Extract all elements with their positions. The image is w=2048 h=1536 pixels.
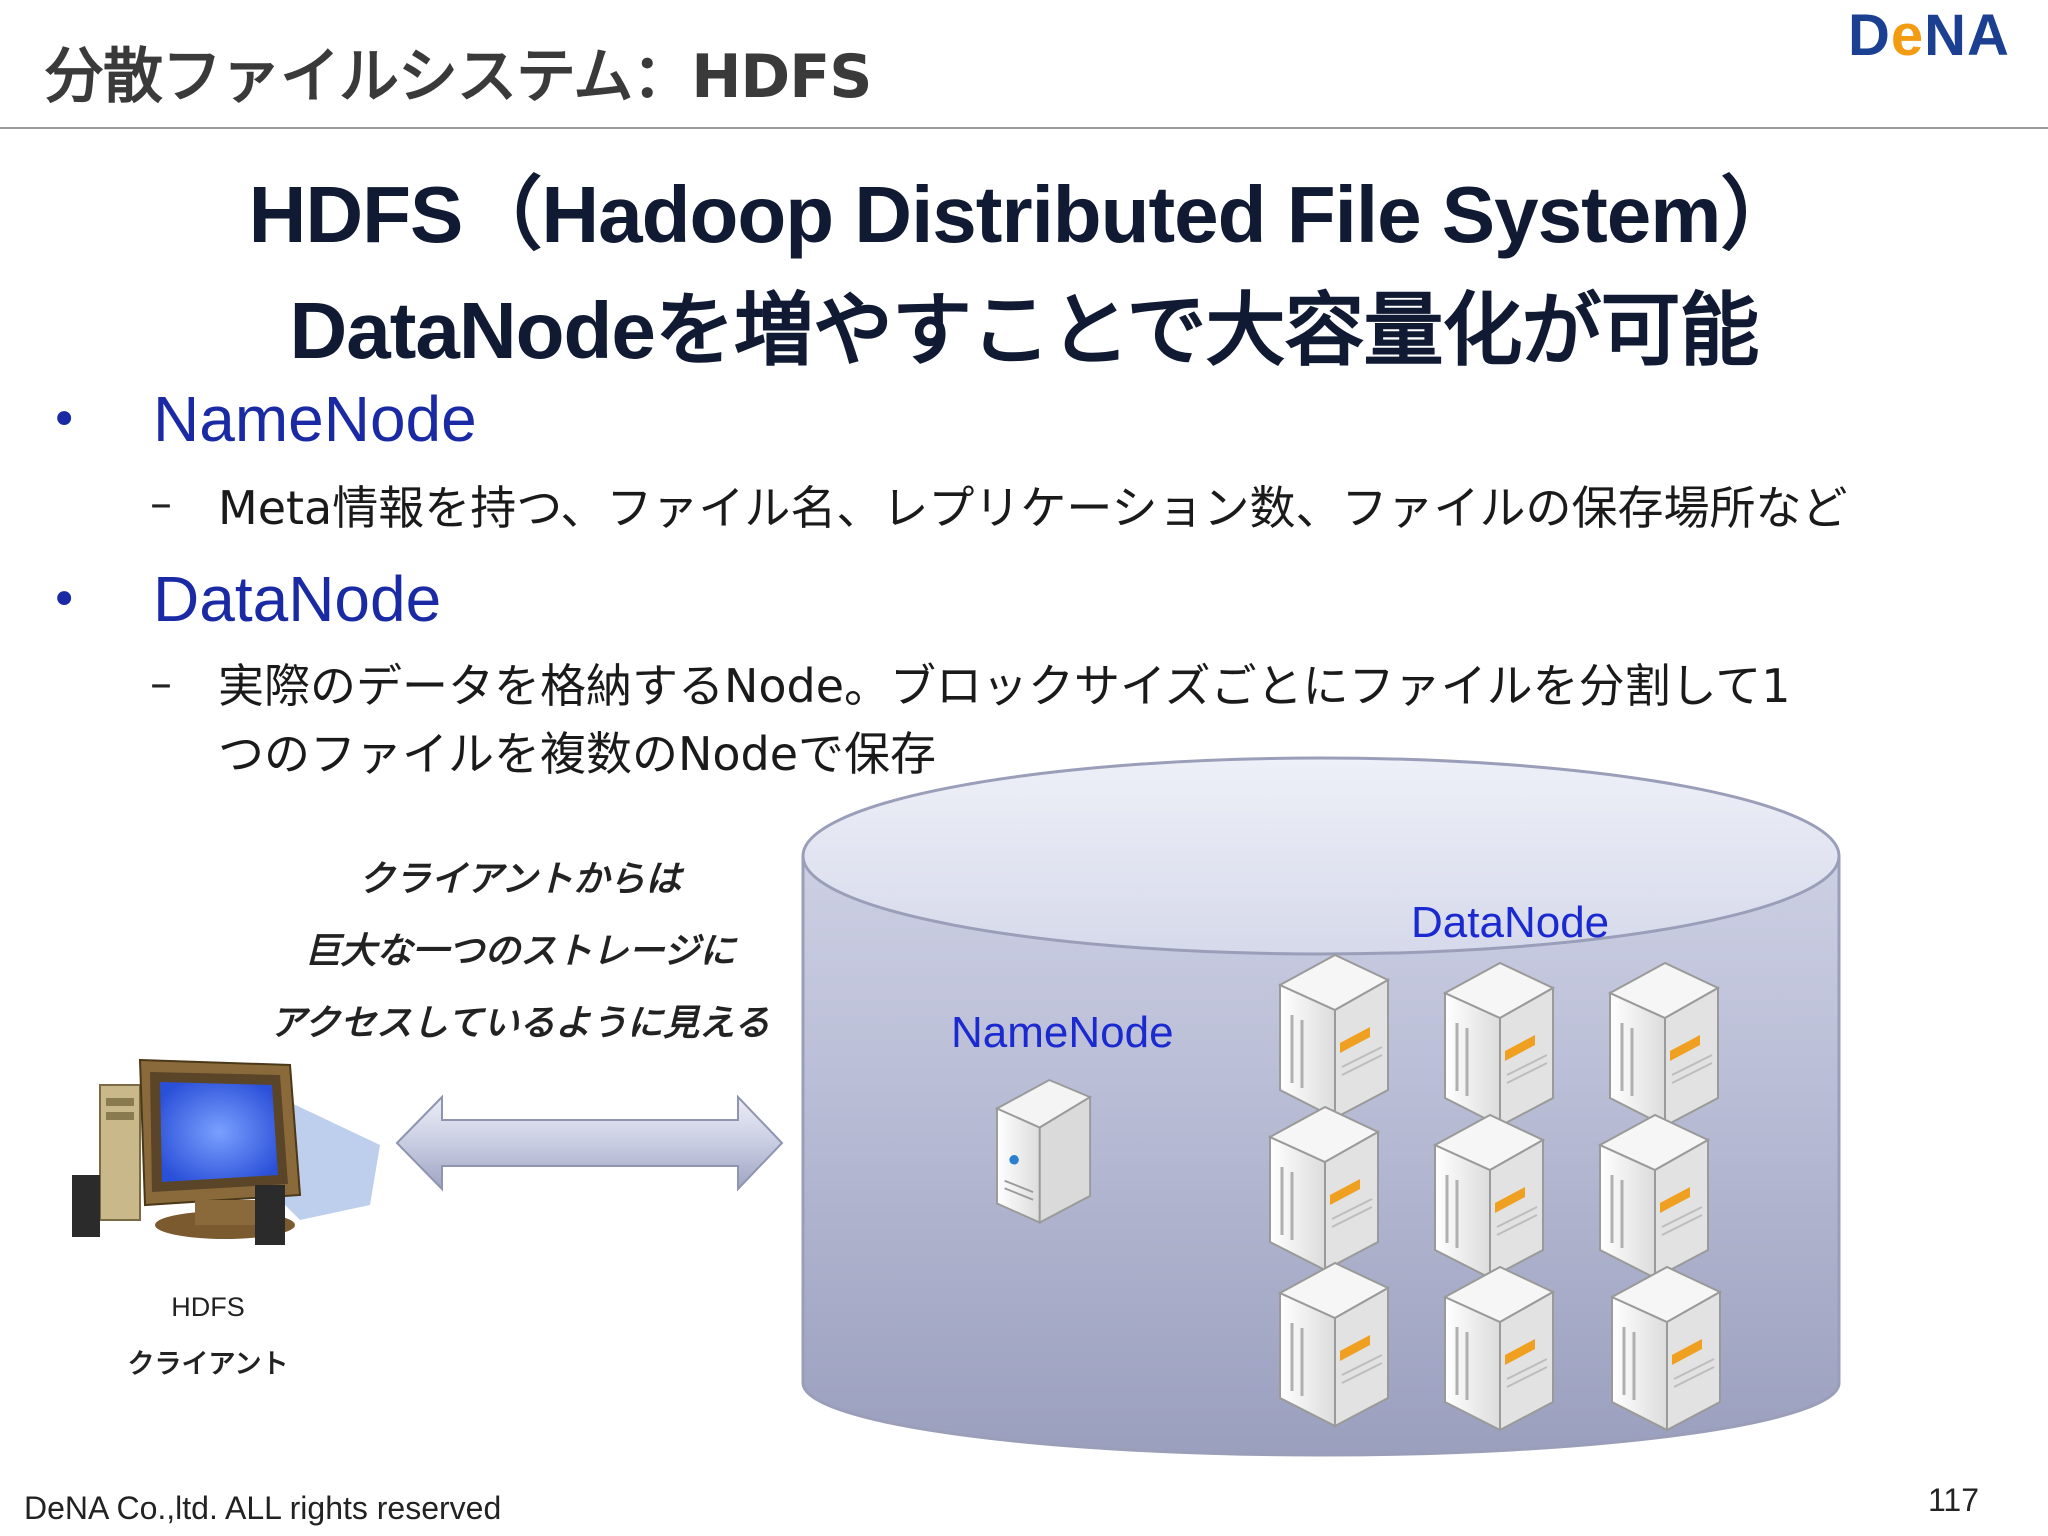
page-number: 117 bbox=[1928, 1482, 1980, 1518]
bullet-dot: • bbox=[50, 392, 79, 448]
bullet-title-datanode: DataNode bbox=[153, 563, 442, 635]
dena-logo: DeNA bbox=[1848, 3, 2010, 68]
datanode-description-line-2: つのファイルを複数のNodeで保存 bbox=[218, 727, 937, 781]
namenode-description: Meta情報を持つ、ファイル名、レプリケーション数、ファイルの保存場所など bbox=[218, 481, 1848, 535]
datanode-server-icon bbox=[1277, 953, 1391, 1120]
sub-bullet-dash: – bbox=[150, 658, 172, 709]
client-computer-icon bbox=[72, 1058, 380, 1245]
namenode-server-icon bbox=[994, 1078, 1093, 1225]
headline-line-2: DataNodeを増やすことで大容量化が可能 bbox=[289, 286, 1760, 375]
sub-bullet-dash: – bbox=[150, 478, 172, 529]
datanode-server-grid bbox=[1268, 953, 1722, 1432]
header-divider bbox=[0, 127, 2048, 129]
caption-line-1: クライアントからは bbox=[358, 859, 682, 900]
datanode-label: DataNode bbox=[1411, 898, 1610, 947]
datanode-description-line-1: 実際のデータを格納するNode。ブロックサイズごとにファイルを分割して1 bbox=[218, 659, 1791, 713]
headline-line-1: HDFS（Hadoop Distributed File System） bbox=[248, 170, 1801, 259]
footer-copyright: DeNA Co.,ltd. ALL rights reserved bbox=[24, 1490, 502, 1526]
client-label-hdfs: HDFS bbox=[171, 1292, 245, 1322]
caption-line-2: 巨大な一つのストレージに bbox=[304, 931, 736, 972]
bullet-dot: • bbox=[50, 572, 79, 628]
client-label-client: クライアント bbox=[127, 1349, 289, 1380]
caption-line-3: アクセスしているように見える bbox=[269, 1003, 771, 1044]
access-double-arrow bbox=[395, 1094, 784, 1192]
bullet-title-namenode: NameNode bbox=[153, 383, 477, 455]
namenode-label: NameNode bbox=[951, 1008, 1174, 1057]
slide-section-title: 分散ファイルシステム：HDFS bbox=[44, 42, 872, 112]
